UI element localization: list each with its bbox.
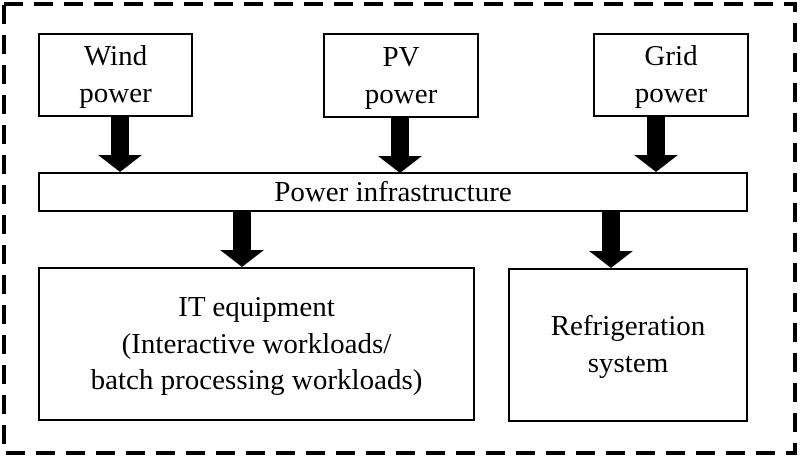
node-refrigeration-system: Refrigeration system	[508, 268, 748, 422]
down-arrow-icon	[589, 212, 633, 268]
node-it-equipment-label: IT equipment (Interactive workloads/ bat…	[90, 291, 423, 397]
down-arrow-icon	[378, 117, 422, 173]
node-power-infrastructure-label: Power infrastructure	[274, 175, 512, 208]
down-arrow-icon	[220, 211, 264, 267]
down-arrow-icon	[98, 116, 142, 172]
node-grid-power: Grid power	[593, 33, 749, 117]
node-refrigeration-system-label: Refrigeration system	[550, 310, 706, 379]
node-power-infrastructure: Power infrastructure	[38, 172, 748, 212]
node-pv-power-label: PV power	[364, 40, 438, 110]
node-wind-power-label: Wind power	[79, 40, 152, 109]
node-pv-power: PV power	[323, 33, 479, 118]
node-grid-power-label: Grid power	[634, 40, 708, 109]
down-arrow-icon	[634, 116, 678, 172]
node-it-equipment: IT equipment (Interactive workloads/ bat…	[38, 267, 475, 421]
node-wind-power: Wind power	[38, 33, 193, 117]
